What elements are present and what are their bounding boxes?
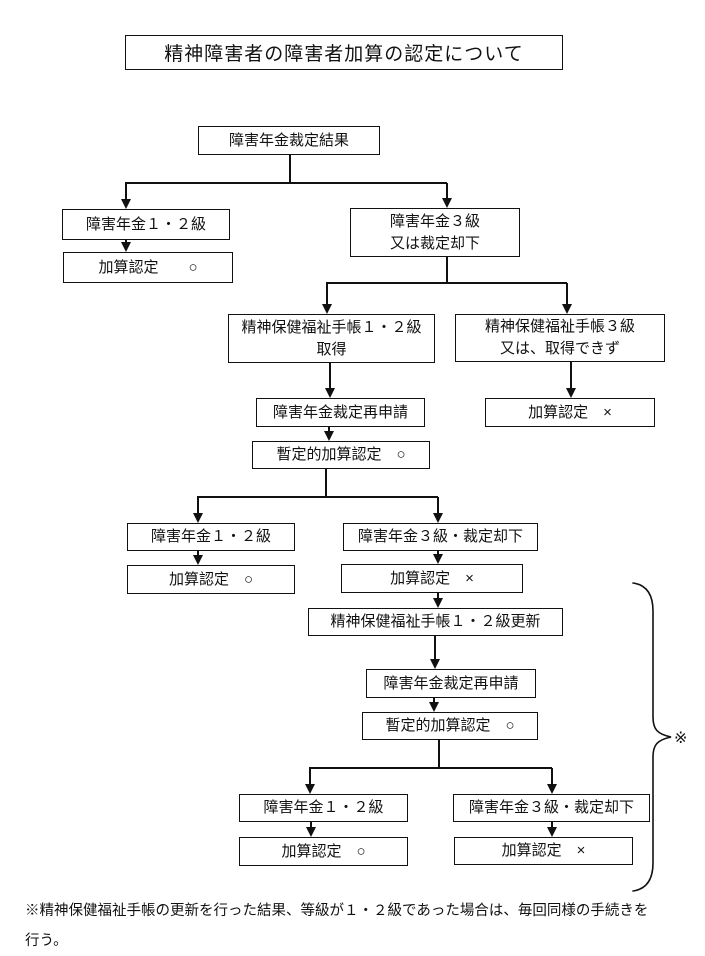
node-pension-grade3-rejected-3: 障害年金３級・裁定却下: [453, 794, 650, 822]
connector-split2-left: [326, 283, 328, 304]
node-grade12-approved: 加算認定 ○: [63, 252, 233, 283]
connector-split1: [125, 182, 447, 184]
connector-handbook3-result: [570, 362, 572, 389]
node-ruling-reapplication-2: 障害年金裁定再申請: [366, 669, 536, 698]
arrow-down-icon: [547, 784, 557, 794]
arrow-down-icon: [322, 304, 332, 314]
arrow-down-icon: [306, 827, 316, 837]
connector-provisional2-stem: [438, 740, 440, 768]
connector-grade3c-result: [551, 822, 553, 828]
arrow-down-icon: [305, 784, 315, 794]
arrow-down-icon: [324, 431, 334, 441]
node-provisional-approval-1: 暫定的加算認定 ○: [252, 441, 430, 469]
connector-split4: [309, 767, 552, 769]
arrow-down-icon: [121, 199, 131, 209]
connector-handbook12-reapply: [329, 363, 331, 389]
connector-grade12b-result: [197, 551, 199, 556]
node-handbook-grade3-or-unable: 精神保健福祉手帳３級 又は、取得できず: [455, 314, 665, 362]
connector-renewal-reapply2: [434, 636, 436, 660]
node-handbook-grade12-renewal: 精神保健福祉手帳１・２級更新: [308, 608, 563, 636]
connector-grade12c-result: [310, 822, 312, 828]
node-handbook-grade12-acquired: 精神保健福祉手帳１・２級 取得: [228, 314, 435, 363]
connector-split3: [197, 496, 438, 498]
node-provisional-approval-2: 暫定的加算認定 ○: [362, 712, 538, 740]
arrow-down-icon: [121, 242, 131, 252]
connector-denied2-renewal: [437, 593, 439, 599]
connector-split3-left: [197, 497, 199, 513]
connector-split4-left: [309, 768, 311, 785]
curly-brace-icon: [632, 582, 672, 892]
connector-split4-right: [551, 768, 553, 785]
arrow-down-icon: [547, 827, 557, 837]
arrow-down-icon: [433, 598, 443, 608]
connector-split3-right: [437, 497, 439, 513]
node-pension-grade12: 障害年金１・２級: [62, 209, 230, 240]
arrow-down-icon: [193, 513, 203, 523]
connector-split2: [326, 282, 567, 284]
connector-grade3-stem: [446, 257, 448, 283]
arrow-down-icon: [442, 198, 452, 208]
repeat-note-mark: ※: [674, 730, 688, 747]
node-ruling-reapplication-1: 障害年金裁定再申請: [256, 398, 425, 427]
connector-reapply1-provisional1: [328, 427, 330, 432]
page-title: 精神障害者の障害者加算の認定について: [125, 35, 563, 70]
node-denied-2: 加算認定 ×: [341, 564, 523, 593]
arrow-down-icon: [325, 388, 335, 398]
arrow-down-icon: [429, 702, 439, 712]
node-handbook-grade3-denied: 加算認定 ×: [485, 398, 655, 427]
node-pension-grade12-2: 障害年金１・２級: [127, 523, 295, 551]
connector-root-stem: [289, 154, 291, 183]
node-pension-grade3-rejected-2: 障害年金３級・裁定却下: [343, 523, 538, 551]
node-approved-3: 加算認定 ○: [239, 837, 408, 866]
connector-reapply2-provisional2: [433, 698, 435, 703]
arrow-down-icon: [566, 388, 576, 398]
arrow-down-icon: [433, 554, 443, 564]
connector-split1-left: [125, 183, 127, 200]
arrow-down-icon: [433, 513, 443, 523]
connector-provisional1-stem: [325, 469, 327, 497]
connector-split2-right: [566, 283, 568, 304]
node-approved-2: 加算認定 ○: [127, 565, 295, 594]
node-ruling-result: 障害年金裁定結果: [198, 126, 380, 155]
arrow-down-icon: [562, 304, 572, 314]
connector-grade3b-result: [437, 551, 439, 555]
node-denied-3: 加算認定 ×: [454, 837, 633, 865]
arrow-down-icon: [430, 659, 440, 669]
node-pension-grade3-or-rejected: 障害年金３級 又は裁定却下: [350, 208, 520, 257]
arrow-down-icon: [193, 555, 203, 565]
footnote: ※精神保健福祉手帳の更新を行った結果、等級が１・２級であった場合は、毎回同様の手…: [25, 903, 649, 949]
node-pension-grade12-3: 障害年金１・２級: [239, 794, 408, 822]
connector-split1-right: [446, 183, 448, 199]
